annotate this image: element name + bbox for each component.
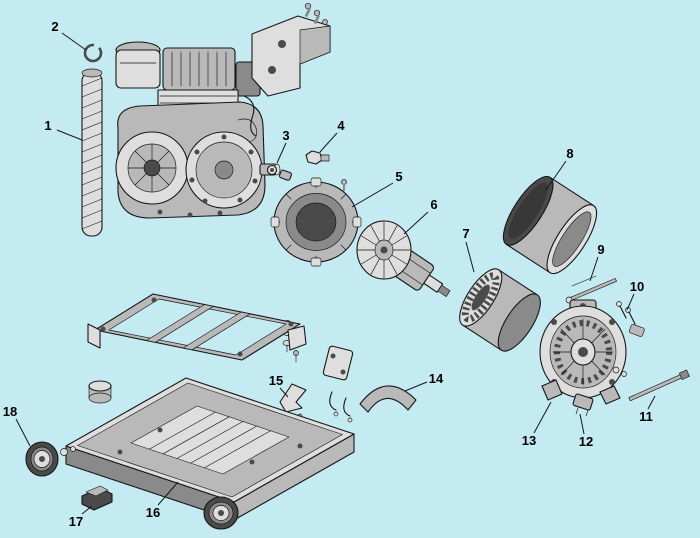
callout-3: 3 bbox=[276, 128, 290, 164]
part-foot-bracket bbox=[81, 485, 113, 511]
callout-16-leader bbox=[157, 481, 179, 506]
part-mounting-bracket bbox=[251, 15, 331, 97]
callout-13-leader bbox=[533, 401, 552, 434]
callout-15: 15 bbox=[269, 373, 289, 398]
callout-6: 6 bbox=[403, 197, 438, 235]
callout-7-leader bbox=[465, 241, 475, 273]
callout-10-leader bbox=[626, 293, 635, 311]
part-hardware-10 bbox=[616, 301, 645, 337]
callout-15-leader bbox=[279, 387, 289, 398]
callout-18-leader bbox=[15, 418, 31, 447]
part-snap-ring bbox=[83, 43, 103, 63]
callout-16: 16 bbox=[146, 481, 179, 520]
engine-air-cleaner bbox=[115, 49, 161, 89]
callout-3-label: 3 bbox=[282, 128, 289, 143]
callout-10: 10 bbox=[626, 279, 644, 311]
part-upper-frame bbox=[87, 293, 307, 363]
callout-14-label: 14 bbox=[429, 371, 444, 386]
callout-8: 8 bbox=[545, 146, 574, 191]
callout-5-leader bbox=[351, 182, 394, 208]
callout-4: 4 bbox=[319, 118, 345, 153]
part-shell-cylinder bbox=[502, 175, 598, 275]
callout-11-leader bbox=[647, 395, 656, 410]
callout-12: 12 bbox=[579, 413, 593, 449]
callout-12-label: 12 bbox=[579, 434, 593, 449]
callout-10-label: 10 bbox=[630, 279, 644, 294]
hardware-j-bolts bbox=[329, 391, 353, 423]
callout-4-label: 4 bbox=[337, 118, 345, 133]
part-front-housing bbox=[270, 177, 362, 267]
callout-6-label: 6 bbox=[430, 197, 437, 212]
part-through-bolt bbox=[612, 366, 690, 402]
callout-8-leader bbox=[545, 160, 567, 191]
part-wheel-left bbox=[25, 441, 59, 477]
part-wheel-front bbox=[203, 496, 239, 530]
callout-14-leader bbox=[404, 381, 428, 392]
callout-13: 13 bbox=[522, 401, 552, 448]
part-banjo-fitting bbox=[266, 164, 292, 181]
callout-9-leader bbox=[589, 256, 599, 282]
part-hex-plug bbox=[305, 150, 347, 191]
part-rotor bbox=[356, 220, 451, 297]
part-stator bbox=[459, 268, 541, 352]
part-flex-tube bbox=[81, 68, 103, 237]
callout-5: 5 bbox=[351, 169, 403, 208]
callout-13-label: 13 bbox=[522, 433, 536, 448]
engine-decomp-wire bbox=[243, 95, 257, 137]
callout-1: 1 bbox=[44, 118, 83, 141]
part-engine bbox=[115, 41, 281, 219]
callout-8-label: 8 bbox=[566, 146, 573, 161]
callout-1-label: 1 bbox=[44, 118, 51, 133]
part-base-tray bbox=[65, 377, 355, 521]
callout-1-leader bbox=[56, 129, 83, 141]
part-plate-bracket bbox=[322, 345, 354, 381]
hardware-top-screws bbox=[304, 2, 328, 25]
callout-17-leader bbox=[81, 505, 93, 515]
callout-16-label: 16 bbox=[146, 505, 160, 520]
callout-15-label: 15 bbox=[269, 373, 283, 388]
callout-18: 18 bbox=[3, 404, 31, 447]
part-cushion bbox=[359, 385, 417, 413]
callout-17-label: 17 bbox=[69, 514, 83, 529]
callout-9: 9 bbox=[589, 242, 605, 282]
callout-4-leader bbox=[319, 132, 338, 153]
callout-2: 2 bbox=[51, 19, 87, 51]
callout-11-label: 11 bbox=[639, 409, 653, 424]
callout-11: 11 bbox=[639, 395, 656, 424]
callout-2-leader bbox=[61, 32, 87, 51]
callout-12-leader bbox=[579, 413, 585, 435]
part-regulator bbox=[572, 393, 594, 417]
callout-6-leader bbox=[403, 211, 429, 235]
callout-2-label: 2 bbox=[51, 19, 58, 34]
callout-9-label: 9 bbox=[597, 242, 604, 257]
part-end-bracket bbox=[539, 299, 627, 405]
callout-7: 7 bbox=[462, 226, 475, 273]
callout-7-label: 7 bbox=[462, 226, 469, 241]
callout-18-label: 18 bbox=[3, 404, 17, 419]
part-cap-cup bbox=[88, 380, 112, 404]
callout-3-leader bbox=[276, 142, 287, 164]
callout-14: 14 bbox=[404, 371, 444, 392]
hardware-axle bbox=[60, 446, 76, 456]
callout-17: 17 bbox=[69, 505, 93, 529]
callout-5-label: 5 bbox=[395, 169, 402, 184]
